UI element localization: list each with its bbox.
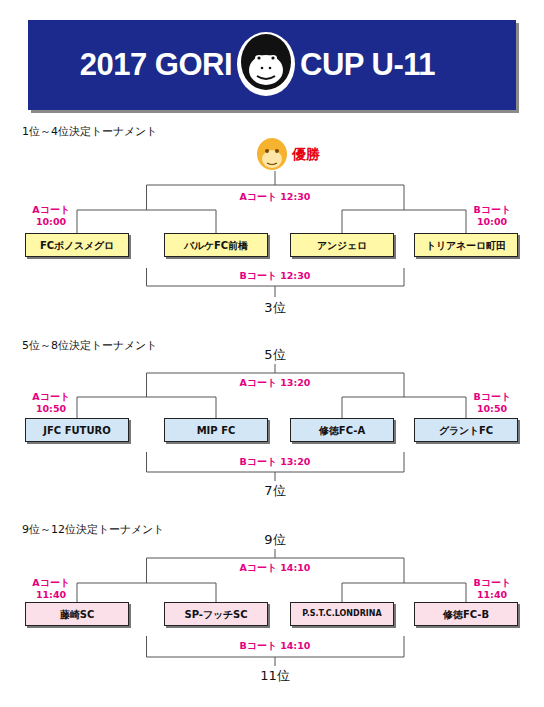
court-time: Bコート 13:20 <box>175 456 375 469</box>
team-box: SP-フッチSC <box>164 602 268 626</box>
team-name: 修徳FC-A <box>319 425 365 436</box>
team-name: FCボノスメグロ <box>40 240 114 251</box>
team-box: グラントFC <box>414 418 518 442</box>
section-heading: 9位～12位決定トーナメント <box>22 522 164 537</box>
court-time: Bコート 14:10 <box>175 640 375 653</box>
court-time: Bコート 12:30 <box>175 270 375 283</box>
final-bracket <box>147 171 405 210</box>
team-box: 修徳FC-A <box>290 418 394 442</box>
team-box: トリアネーロ町田 <box>414 233 518 257</box>
team-box: 修徳FC-B <box>414 602 518 626</box>
team-name: 修徳FC-B <box>443 609 489 620</box>
ninth-place-bracket <box>147 549 405 583</box>
team-box: バルケFC前橋 <box>164 233 268 257</box>
team-box: 藤崎SC <box>25 602 129 626</box>
trophy-gorilla <box>257 138 287 170</box>
match-connector <box>342 210 466 233</box>
rank-label: 11位 <box>175 667 375 685</box>
team-name: 藤崎SC <box>60 609 95 620</box>
winner-label: 優勝 <box>292 146 320 164</box>
third-place-bracket <box>147 268 405 297</box>
rank-label: 3位 <box>175 299 375 317</box>
court-time: Aコート 11:40 <box>25 577 77 601</box>
match-connector <box>77 397 216 418</box>
seventh-place-bracket <box>147 452 405 481</box>
team-box: JFC FUTURO <box>25 418 129 442</box>
section-heading: 1位～4位決定トーナメント <box>22 124 157 139</box>
team-name: アンジェロ <box>317 240 367 251</box>
team-name: トリアネーロ町田 <box>426 240 506 251</box>
team-name: JFC FUTURO <box>43 425 110 436</box>
rank-label: 7位 <box>175 482 375 500</box>
rank-label: 5位 <box>175 346 375 364</box>
court-time: Aコート 14:10 <box>175 562 375 575</box>
gorilla-logo <box>237 32 295 96</box>
court-time: Aコート 10:00 <box>25 204 77 228</box>
team-name: グラントFC <box>439 425 493 436</box>
rank-label: 9位 <box>175 531 375 549</box>
team-box: アンジェロ <box>290 233 394 257</box>
court-time: Bコート 10:00 <box>466 204 518 228</box>
title-banner <box>28 20 516 110</box>
match-connector <box>342 583 466 602</box>
team-name: SP-フッチSC <box>184 609 247 620</box>
court-time: Bコート 10:50 <box>466 391 518 415</box>
fifth-place-bracket <box>147 364 405 397</box>
bracket-lines <box>147 171 405 666</box>
team-name: P.S.T.C.LONDRINA <box>302 610 381 619</box>
court-time: Aコート 10:50 <box>25 391 77 415</box>
diagram-title: 2017 GORI <box>28 47 232 83</box>
match-connector <box>342 397 466 418</box>
team-box: MIP FC <box>164 418 268 442</box>
edge-layer <box>77 210 466 602</box>
title-part: CUP U-11 <box>300 47 435 83</box>
section-heading: 5位～8位決定トーナメント <box>22 338 157 353</box>
team-name: MIP FC <box>197 425 236 436</box>
team-box: P.S.T.C.LONDRINA <box>290 602 394 626</box>
eleventh-place-bracket <box>147 636 405 666</box>
court-time: Aコート 12:30 <box>175 191 375 204</box>
court-time: Aコート 13:20 <box>175 377 375 390</box>
match-connector <box>77 210 216 233</box>
team-name: バルケFC前橋 <box>184 240 248 251</box>
court-time: Bコート 11:40 <box>466 577 518 601</box>
team-box: FCボノスメグロ <box>25 233 129 257</box>
match-connector <box>77 583 216 602</box>
